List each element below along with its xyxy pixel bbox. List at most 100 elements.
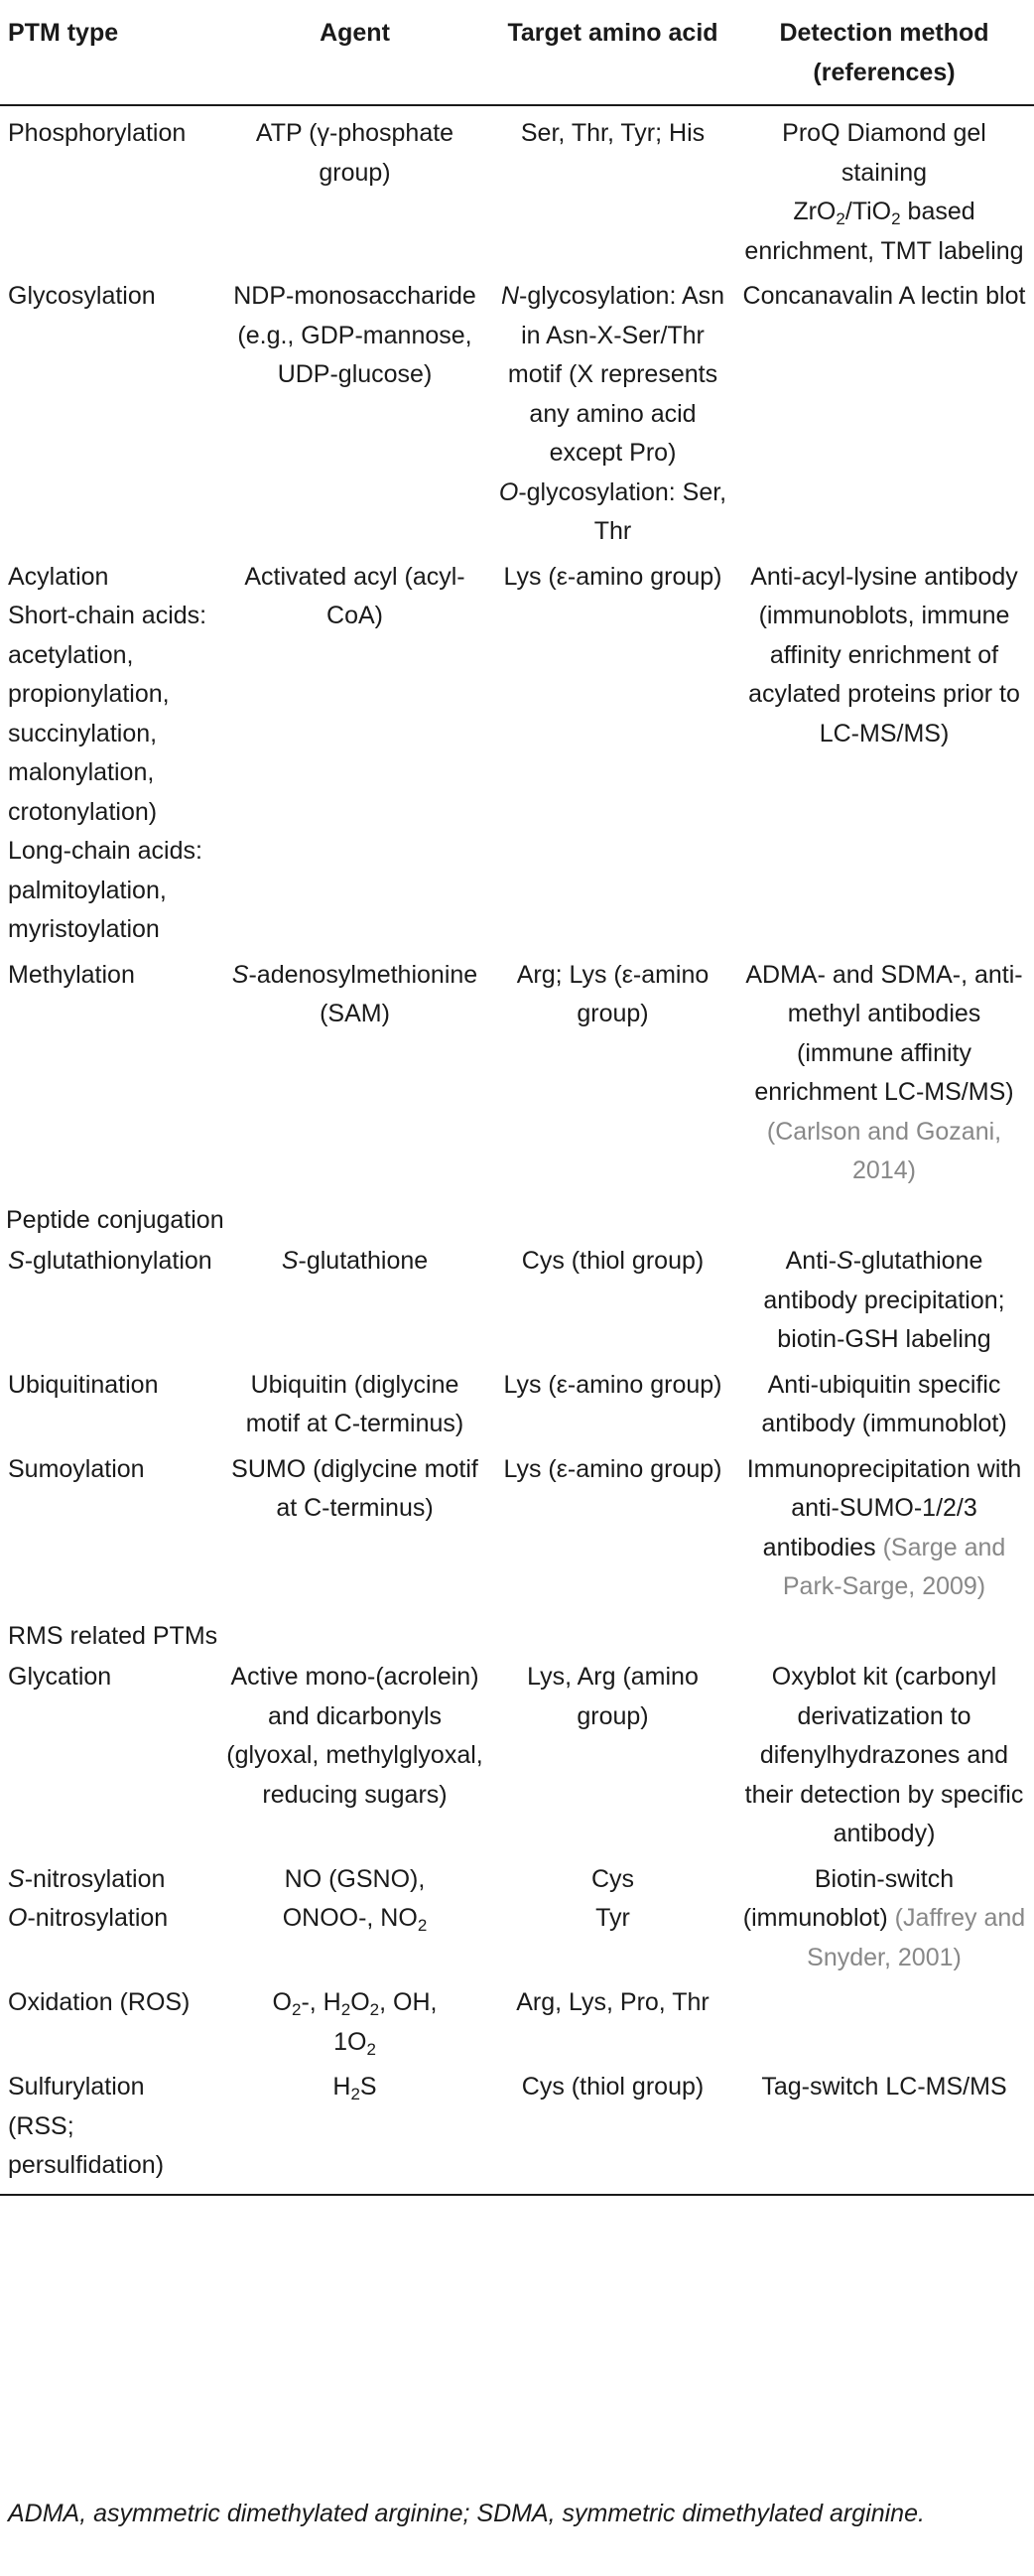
text: H <box>332 2073 351 2101</box>
agent-line: ONOO-, NO2 <box>224 1899 485 1939</box>
cell-ptm-type: Sulfurylation (RSS; persulfidation) <box>0 2068 218 2196</box>
cell-target: Lys (ε-amino group) <box>503 1454 722 1483</box>
cell-target: Arg, Lys, Pro, Thr <box>516 1988 710 2016</box>
text: ZrO <box>793 198 837 225</box>
agent-line: NO (GSNO), <box>284 1864 426 1893</box>
text: -, H <box>301 1988 341 2016</box>
subscript: 2 <box>417 1916 428 1935</box>
cell-target: Arg; Lys (ε-amino group) <box>516 960 710 1028</box>
cell-ptm-type: Glycosylation <box>8 282 156 310</box>
text: -nitrosylation <box>24 1864 166 1893</box>
italic-text: S <box>8 1864 25 1893</box>
ptm-table: PTM type Agent Target amino acid Detecti… <box>0 0 1034 2196</box>
table-row: Sumoylation SUMO (diglycine motif at C-t… <box>0 1450 1034 1613</box>
text: O <box>272 1988 292 2016</box>
detection-line: ZrO2/TiO2 based enrichment, TMT labeling <box>740 193 1028 271</box>
cell-detection: Anti-S-glutathione antibody precipitatio… <box>734 1242 1034 1366</box>
text: -glutathionylation <box>24 1247 212 1275</box>
type-line: Short-chain acids: acetylation, propiony… <box>8 602 207 826</box>
cell-detection: Tag-switch LC-MS/MS <box>734 2068 1034 2196</box>
cell-ptm-type: S-nitrosylation O-nitrosylation <box>0 1860 218 1984</box>
text: 1 <box>333 2027 347 2056</box>
cell-detection: Anti-acyl-lysine antibody (immunoblots, … <box>748 562 1020 747</box>
cell-ptm-type: Acylation Short-chain acids: acetylation… <box>0 558 218 956</box>
text: Anti- <box>785 1247 838 1275</box>
cell-ptm-type: Methylation <box>8 960 135 989</box>
cell-agent: S-glutathione <box>218 1242 491 1366</box>
cell-detection: ProQ Diamond gel staining ZrO2/TiO2 base… <box>734 105 1034 277</box>
cell-ptm-type: Oxidation (ROS) <box>8 1988 191 2016</box>
text: based enrichment, TMT labeling <box>744 198 1024 265</box>
subscript: 2 <box>291 2000 302 2019</box>
target-line: N-glycosylation: Asn in Asn-X-Ser/Thr mo… <box>497 277 728 474</box>
text: O <box>346 2027 367 2056</box>
type-line: O-nitrosylation <box>8 1899 212 1939</box>
text: /TiO <box>844 198 892 225</box>
cell-target: Lys (ε-amino group) <box>503 1370 722 1399</box>
cell-ptm-type: Sumoylation <box>8 1454 145 1483</box>
section-row: RMS related PTMs <box>0 1613 1034 1659</box>
table-header: PTM type Agent Target amino acid Detecti… <box>0 0 1034 106</box>
text: -glutathione antibody precipitation; bio… <box>763 1247 1005 1353</box>
subscript: 2 <box>891 209 901 228</box>
table-footnote: ADMA, asymmetric dimethylated arginine; … <box>8 2500 925 2527</box>
cell-agent: NO (GSNO), ONOO-, NO2 <box>218 1860 491 1984</box>
text: -glycosylation: Ser, Thr <box>518 477 727 546</box>
cell-target: N-glycosylation: Asn in Asn-X-Ser/Thr mo… <box>491 277 734 558</box>
cell-target: Cys (thiol group) <box>521 1247 705 1275</box>
header-row: PTM type Agent Target amino acid Detecti… <box>0 0 1034 106</box>
cell-detection <box>734 1983 1034 2068</box>
detection-line: ProQ Diamond gel staining <box>782 119 986 187</box>
header-detection: Detection method (references) <box>734 0 1034 106</box>
text: -nitrosylation <box>27 1904 169 1932</box>
italic-text: S <box>281 1247 299 1275</box>
text: Immunoprecipitation with anti-SUMO-1/2/3… <box>746 1454 1022 1561</box>
reference-link[interactable]: (Carlson and Gozani, 2014) <box>766 1117 1002 1185</box>
table-body: Phosphorylation ATP (γ-phosphate group) … <box>0 105 1034 2196</box>
type-line: Acylation <box>8 562 109 591</box>
subscript: 2 <box>340 2000 351 2019</box>
cell-target: Lys, Arg (amino group) <box>527 1663 699 1730</box>
cell-agent: SUMO (diglycine motif at C-terminus) <box>231 1454 478 1523</box>
table-row: Glycation Active mono-(acrolein) and dic… <box>0 1658 1034 1860</box>
text: -glycosylation: Asn in Asn-X-Ser/Thr mot… <box>507 282 725 467</box>
table-row: Acylation Short-chain acids: acetylation… <box>0 558 1034 956</box>
text: ONOO-, NO <box>282 1904 418 1932</box>
cell-detection: Oxyblot kit (carbonyl derivatization to … <box>744 1663 1024 1847</box>
subscript: 2 <box>350 2085 360 2103</box>
reference-link[interactable]: (Jaffrey and Snyder, 2001) <box>807 1904 1026 1971</box>
cell-agent: Ubiquitin (diglycine motif at C-terminus… <box>245 1370 464 1438</box>
cell-agent: NDP-monosaccharide (e.g., GDP-mannose, U… <box>233 282 476 388</box>
cell-ptm-type: Glycation <box>8 1663 112 1691</box>
cell-detection: Immunoprecipitation with anti-SUMO-1/2/3… <box>734 1450 1034 1613</box>
text: S <box>359 2073 377 2101</box>
italic-text: S <box>231 960 249 989</box>
table-row: Ubiquitination Ubiquitin (diglycine moti… <box>0 1366 1034 1450</box>
italic-text: O <box>8 1904 28 1932</box>
target-line: O-glycosylation: Ser, Thr <box>497 474 728 552</box>
cell-detection: Anti-ubiquitin specific antibody (immuno… <box>761 1370 1007 1438</box>
text: , OH, <box>379 1988 438 2016</box>
reference-link[interactable]: (Sarge and Park-Sarge, 2009) <box>782 1533 1006 1601</box>
text: O <box>350 1988 370 2016</box>
cell-detection: Biotin-switch (immunoblot) (Jaffrey and … <box>734 1860 1034 1984</box>
header-target: Target amino acid <box>491 0 734 106</box>
cell-target: Ser, Thr, Tyr; His <box>520 119 706 147</box>
cell-ptm-type: S-glutathionylation <box>0 1242 218 1366</box>
target-line: Tyr <box>595 1904 630 1932</box>
cell-ptm-type: Phosphorylation <box>8 119 187 147</box>
header-agent: Agent <box>218 0 491 106</box>
cell-agent: Activated acyl (acyl-CoA) <box>244 562 465 630</box>
cell-agent: ATP (γ-phosphate group) <box>255 119 454 187</box>
section-row: Peptide conjugation <box>0 1197 1034 1243</box>
text: Biotin-switch (immunoblot) <box>742 1864 955 1933</box>
cell-agent: S-adenosylmethionine (SAM) <box>218 956 491 1197</box>
cell-target: Cys (thiol group) <box>491 2068 734 2196</box>
cell-ptm-type: Ubiquitination <box>8 1370 159 1399</box>
cell-detection: ADMA- and SDMA-, anti-methyl antibodies … <box>734 956 1034 1197</box>
text: -glutathione <box>298 1247 429 1275</box>
italic-text: O <box>498 477 519 506</box>
table-row: S-glutathionylation S-glutathione Cys (t… <box>0 1242 1034 1366</box>
table-row: Methylation S-adenosylmethionine (SAM) A… <box>0 956 1034 1197</box>
